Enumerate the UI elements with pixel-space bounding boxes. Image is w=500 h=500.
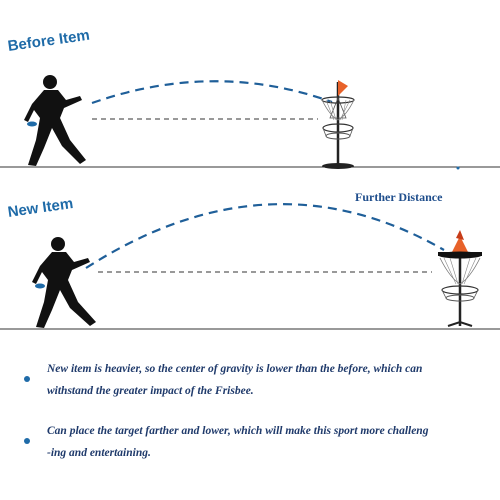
note-2-line-1: Can place the target farther and lower, … [47,425,429,437]
thrower-silhouette-top [24,75,86,166]
disc-golf-basket-bottom [438,230,482,327]
note-2: Can place the target farther and lower, … [47,420,487,464]
disc-golf-basket-top [321,80,355,169]
thrower-silhouette-bottom [32,237,96,328]
bullet-marker-2 [24,438,30,444]
note-1-line-1: New item is heavier, so the center of gr… [47,363,423,375]
note-1: New item is heavier, so the center of gr… [47,358,487,402]
trajectory-arc-bottom [85,203,445,269]
frisbee-bottom [35,283,45,289]
bullet-marker-1 [24,376,30,382]
trajectory-arc-top [91,80,333,105]
frisbee-top [27,121,37,127]
note-1-line-2: withstand the greater impact of the Fris… [47,385,254,397]
further-distance-label: Further Distance [355,190,443,204]
note-2-line-2: -ing and entertaining. [47,447,151,459]
